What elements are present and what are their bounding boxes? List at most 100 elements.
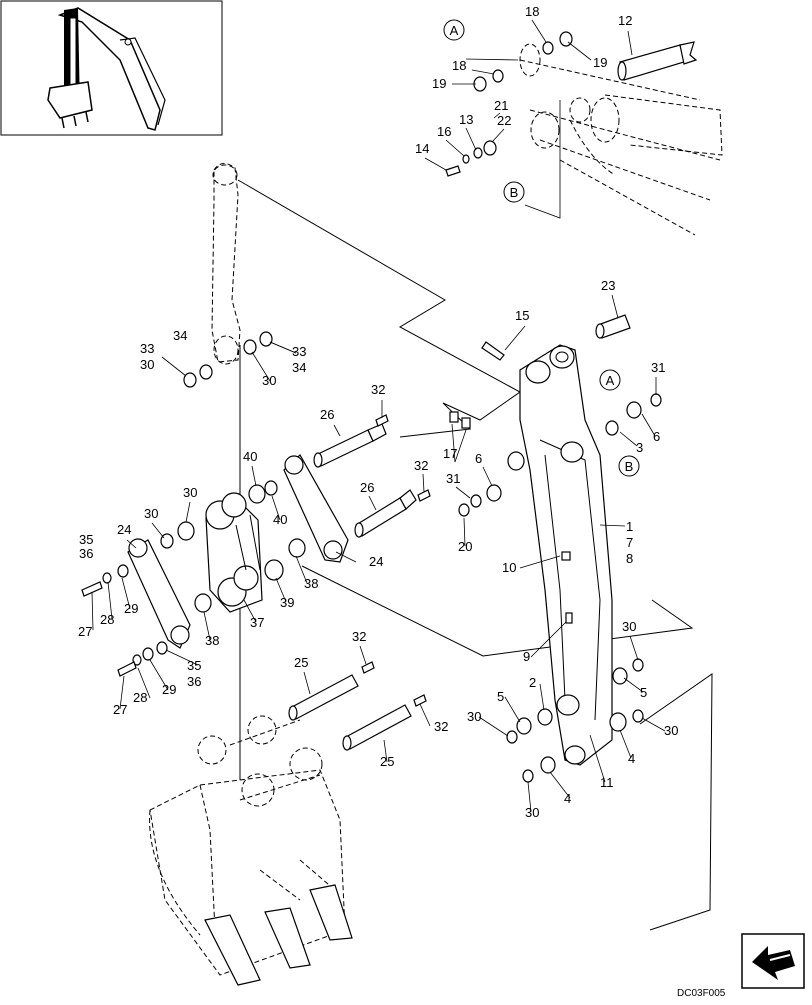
leader-line — [623, 677, 644, 693]
leader-line — [271, 495, 281, 521]
leader-line — [531, 19, 547, 43]
leader-line — [185, 501, 191, 523]
part-label-30: 30 — [144, 506, 158, 521]
washer-33b — [259, 331, 273, 347]
part-label-13: 13 — [459, 112, 473, 127]
arm-assembly — [449, 314, 662, 783]
link-24-right — [283, 454, 349, 563]
part-label-22: 22 — [497, 113, 511, 128]
part-label-26: 26 — [320, 407, 334, 422]
section-outlines — [237, 179, 713, 931]
drawing-code: DC03F005 — [677, 988, 726, 999]
pin-12 — [617, 41, 698, 81]
part-label-5: 5 — [640, 685, 647, 700]
leader-line — [335, 551, 357, 563]
part-label-36: 36 — [79, 546, 93, 561]
bush-3 — [605, 420, 619, 436]
leader-line — [627, 30, 633, 56]
bolt-15 — [481, 341, 505, 361]
svg-text:B: B — [625, 459, 634, 474]
leader-line — [589, 734, 606, 783]
thumbnail-inset — [0, 0, 223, 136]
part-label-18: 18 — [452, 58, 466, 73]
bush-5b — [612, 667, 628, 685]
leader-line — [599, 524, 626, 527]
lock-32d — [417, 489, 431, 502]
leader-line — [107, 581, 113, 620]
leader-line — [463, 517, 466, 547]
lock-32c — [375, 414, 389, 427]
callout-B-top: B — [503, 181, 525, 203]
tooth-left — [204, 914, 261, 986]
part-label-31: 31 — [651, 360, 665, 375]
part-label-30: 30 — [467, 709, 481, 724]
leader-lines — [91, 19, 666, 813]
washer-30e — [199, 364, 213, 380]
part-label-34: 34 — [173, 328, 187, 343]
part-label-17: 17 — [443, 446, 457, 461]
washer-30d — [632, 709, 644, 723]
washer-20 — [458, 503, 470, 517]
leader-line — [465, 127, 477, 151]
leader-line — [491, 128, 505, 143]
leader-line — [478, 716, 509, 737]
part-label-35: 35 — [79, 532, 93, 547]
washer-35a — [117, 564, 129, 578]
part-label-7: 7 — [626, 535, 633, 550]
link-37 — [160, 480, 306, 613]
part-label-30: 30 — [140, 357, 154, 372]
bolt-27b — [117, 661, 137, 677]
leader-line — [422, 473, 425, 493]
bush-40a — [248, 484, 266, 504]
part-label-12: 12 — [618, 13, 632, 28]
page-turn-arrow-icon[interactable] — [741, 933, 805, 989]
bush-2 — [537, 708, 553, 726]
washer-16 — [462, 154, 470, 164]
bush-38a — [288, 538, 306, 558]
leader-line — [243, 599, 257, 623]
part-label-40: 40 — [243, 449, 257, 464]
part-label-26: 26 — [360, 480, 374, 495]
leader-line — [126, 539, 137, 549]
part-label-35: 35 — [187, 658, 201, 673]
tooth-middle — [264, 907, 311, 969]
bolt-27a — [81, 581, 103, 597]
leader-line — [251, 351, 271, 382]
leader-line — [333, 424, 341, 437]
leader-line — [539, 683, 545, 711]
bush-6 — [626, 401, 642, 419]
plate-10 — [561, 551, 571, 561]
leader-line — [295, 555, 308, 584]
part-label-33: 33 — [140, 341, 154, 356]
part-label-5: 5 — [497, 689, 504, 704]
leader-line — [424, 157, 447, 171]
part-label-19: 19 — [593, 55, 607, 70]
leader-line — [619, 729, 632, 759]
part-label-29: 29 — [124, 601, 138, 616]
part-label-18: 18 — [525, 4, 539, 19]
part-label-38: 38 — [205, 633, 219, 648]
leader-line — [269, 341, 297, 354]
leader-line — [567, 41, 592, 61]
leader-line — [119, 675, 125, 710]
callout-A-top: A — [443, 19, 465, 41]
part-label-33: 33 — [292, 344, 306, 359]
leader-line — [359, 645, 367, 665]
lock-32b — [413, 694, 427, 707]
plate-9 — [565, 612, 573, 624]
leader-line — [471, 69, 495, 75]
part-label-15: 15 — [515, 308, 529, 323]
bush-6b — [486, 484, 502, 502]
part-label-4: 4 — [628, 751, 635, 766]
part-label-30: 30 — [664, 723, 678, 738]
part-label-4: 4 — [564, 791, 571, 806]
bush-4b — [609, 712, 627, 732]
washer-30b — [522, 769, 534, 783]
part-label-21: 21 — [494, 98, 508, 113]
leader-line — [275, 577, 287, 603]
part-label-28: 28 — [100, 612, 114, 627]
part-label-19: 19 — [432, 76, 446, 91]
